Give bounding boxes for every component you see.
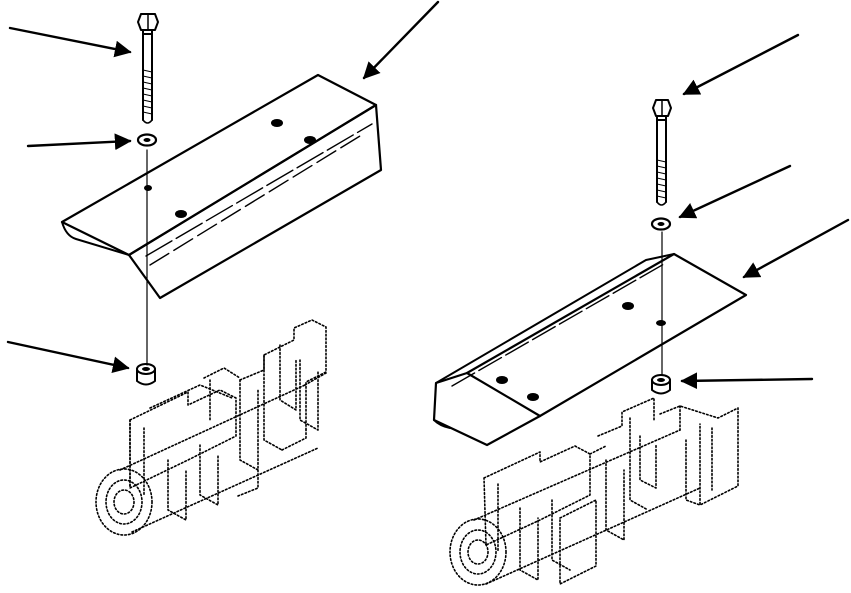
callout-arrow-washer-right [678, 164, 792, 219]
left-washer [136, 133, 158, 147]
right-bracket [432, 252, 748, 447]
left-valve-phantom [95, 319, 327, 536]
callout-arrow-bolt-right [682, 33, 800, 96]
callout-arrow-bracket-right [742, 218, 850, 279]
left-bracket [60, 73, 383, 300]
callout-arrow-spacer-left [6, 340, 130, 374]
right-callout-arrows [678, 33, 850, 390]
right-washer [650, 217, 672, 231]
right-spacer [651, 374, 671, 395]
callout-arrow-washer-left [26, 133, 132, 151]
right-assembly [432, 33, 850, 586]
right-bolt [652, 99, 672, 206]
callout-arrow-bolt-left [8, 26, 132, 58]
right-valve-phantom [449, 397, 739, 586]
callout-arrow-spacer-right [680, 372, 814, 390]
left-spacer [136, 363, 156, 386]
left-callout-arrows [6, 0, 440, 374]
left-bolt [137, 13, 159, 124]
callout-arrow-bracket-left [362, 0, 440, 80]
left-assembly [6, 0, 440, 536]
